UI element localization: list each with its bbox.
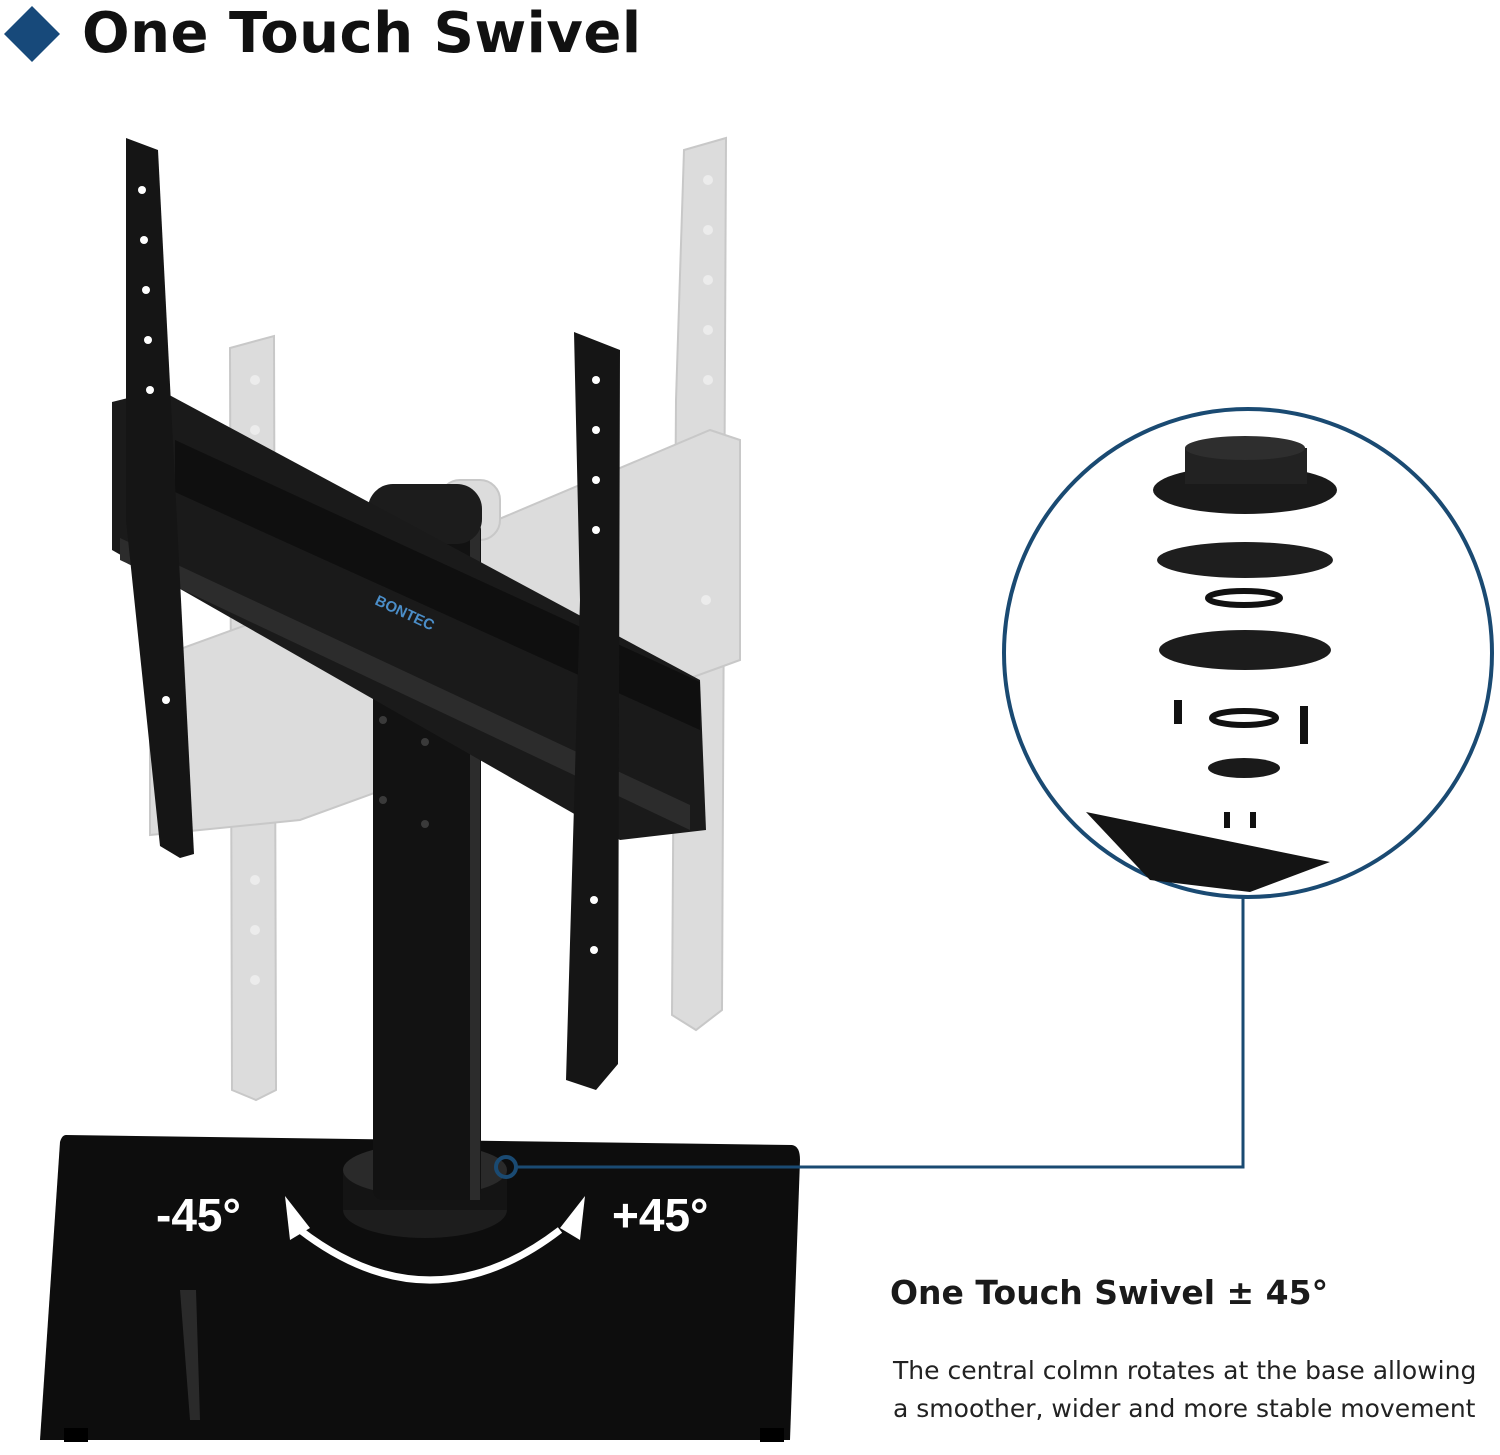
angle-left-label: -45° [156, 1189, 241, 1241]
diamond-bullet-icon [4, 6, 60, 62]
left-bracket [126, 138, 194, 858]
page-title: One Touch Swivel [82, 1, 642, 66]
rotation-arrow-icon [297, 1227, 563, 1284]
feature-description-line-2: a smoother, wider and more stable moveme… [893, 1394, 1476, 1423]
feature-description-line-1: The central colmn rotates at the base al… [893, 1356, 1477, 1385]
exploded-parts-icon [1086, 436, 1337, 892]
angle-right-label: +45° [612, 1189, 709, 1241]
header: One Touch Swivel [0, 0, 700, 70]
right-bracket [566, 332, 620, 1090]
feature-description: The central colmn rotates at the base al… [893, 1352, 1500, 1428]
feature-title: One Touch Swivel ± 45° [890, 1273, 1329, 1312]
glass-base [40, 1135, 800, 1440]
